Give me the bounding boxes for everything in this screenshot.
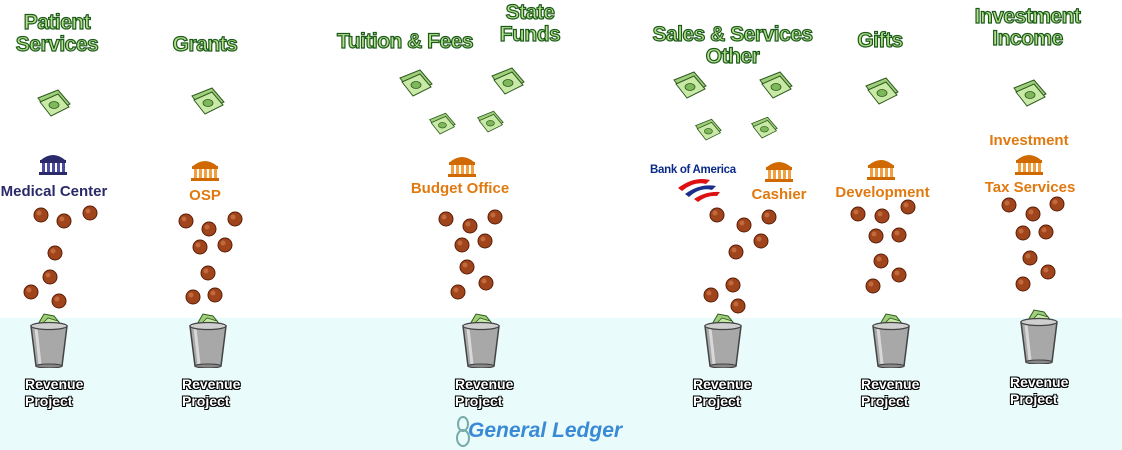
title-grants: Grants [172, 33, 238, 56]
penny-icon [1001, 197, 1017, 213]
penny-icon [1049, 196, 1065, 212]
building-icon-cashier [765, 162, 793, 182]
bucket-icon [189, 313, 227, 368]
revenue-project-investment: Revenue Project [1010, 374, 1069, 407]
penny-icon [703, 287, 719, 303]
penny-icon [185, 289, 201, 305]
revenue-project-tuition: Revenue Project [455, 376, 514, 409]
penny-icon [865, 278, 881, 294]
penny-icon [736, 217, 752, 233]
title-tuition-fees: Tuition & Fees [336, 30, 474, 53]
penny-icon [51, 293, 67, 309]
penny-icon [200, 265, 216, 281]
money-icon [399, 69, 433, 97]
bank-of-america-logo-text: Bank of America [650, 164, 736, 176]
building-icon-medical-center [39, 155, 67, 175]
penny-icon [725, 277, 741, 293]
dept-investment: Investment [989, 132, 1069, 149]
bank-of-america-logo: Bank of America [650, 164, 742, 202]
penny-icon [33, 207, 49, 223]
money-icon [694, 118, 722, 141]
building-icon-investment [1015, 155, 1043, 175]
penny-icon [1025, 206, 1041, 222]
money-icon [865, 77, 899, 105]
penny-icon [709, 207, 725, 223]
dept-cashier: Cashier [751, 186, 807, 203]
revenue-project-grants: Revenue Project [182, 376, 241, 409]
revenue-project-sales: Revenue Project [693, 376, 752, 409]
title-state-funds: State Funds [499, 1, 561, 46]
penny-icon [891, 227, 907, 243]
penny-icon [477, 233, 493, 249]
penny-icon [730, 298, 746, 314]
title-gifts: Gifts [857, 29, 904, 52]
penny-icon [217, 237, 233, 253]
penny-icon [178, 213, 194, 229]
penny-icon [227, 211, 243, 227]
penny-icon [201, 221, 217, 237]
penny-icon [47, 245, 63, 261]
revenue-project-patient: Revenue Project [25, 376, 84, 409]
bank-of-america-flag-icon [678, 179, 720, 202]
building-icon-development [867, 160, 895, 180]
penny-icon [82, 205, 98, 221]
dept-budget-office: Budget Office [410, 180, 510, 197]
title-sales-services-other: Sales & Services Other [652, 23, 814, 68]
general-ledger-icon [456, 416, 470, 447]
money-icon [476, 110, 504, 133]
penny-icon [450, 284, 466, 300]
penny-icon [1022, 250, 1038, 266]
general-ledger-label: General Ledger [468, 419, 623, 442]
penny-icon [23, 284, 39, 300]
money-icon [673, 71, 707, 99]
money-icon [37, 89, 71, 117]
money-icon [759, 71, 793, 99]
penny-icon [873, 253, 889, 269]
penny-icon [487, 209, 503, 225]
penny-icon [891, 267, 907, 283]
dept-tax-services: Tax Services [984, 179, 1076, 196]
revenue-project-gifts: Revenue Project [861, 376, 920, 409]
penny-icon [728, 244, 744, 260]
penny-icon [192, 239, 208, 255]
bucket-icon [872, 313, 910, 368]
dept-medical-center: Medical Center [0, 183, 108, 200]
building-icon-budget-office [448, 157, 476, 177]
dept-development: Development [835, 184, 930, 201]
penny-icon [42, 269, 58, 285]
penny-icon [207, 287, 223, 303]
penny-icon [1038, 224, 1054, 240]
penny-icon [438, 211, 454, 227]
penny-icon [900, 199, 916, 215]
money-icon [428, 112, 456, 135]
penny-icon [761, 209, 777, 225]
penny-icon [454, 237, 470, 253]
money-icon [750, 116, 778, 139]
money-icon [1013, 79, 1047, 107]
bucket-icon [462, 313, 500, 368]
bucket-icon [704, 313, 742, 368]
penny-icon [459, 259, 475, 275]
penny-icon [56, 213, 72, 229]
money-icon [491, 67, 525, 95]
penny-icon [478, 275, 494, 291]
penny-icon [1015, 276, 1031, 292]
money-icon [191, 87, 225, 115]
penny-icon [1040, 264, 1056, 280]
penny-icon [874, 208, 890, 224]
bucket-icon [30, 313, 68, 368]
general-ledger-band [0, 318, 1122, 450]
penny-icon [462, 218, 478, 234]
title-investment-income: Investment Income [974, 5, 1082, 50]
penny-icon [850, 206, 866, 222]
dept-osp: OSP [189, 187, 221, 204]
penny-icon [868, 228, 884, 244]
penny-icon [1015, 225, 1031, 241]
building-icon-osp [191, 161, 219, 181]
title-patient-services: Patient Services [15, 11, 99, 56]
bucket-icon [1020, 309, 1058, 364]
penny-icon [753, 233, 769, 249]
